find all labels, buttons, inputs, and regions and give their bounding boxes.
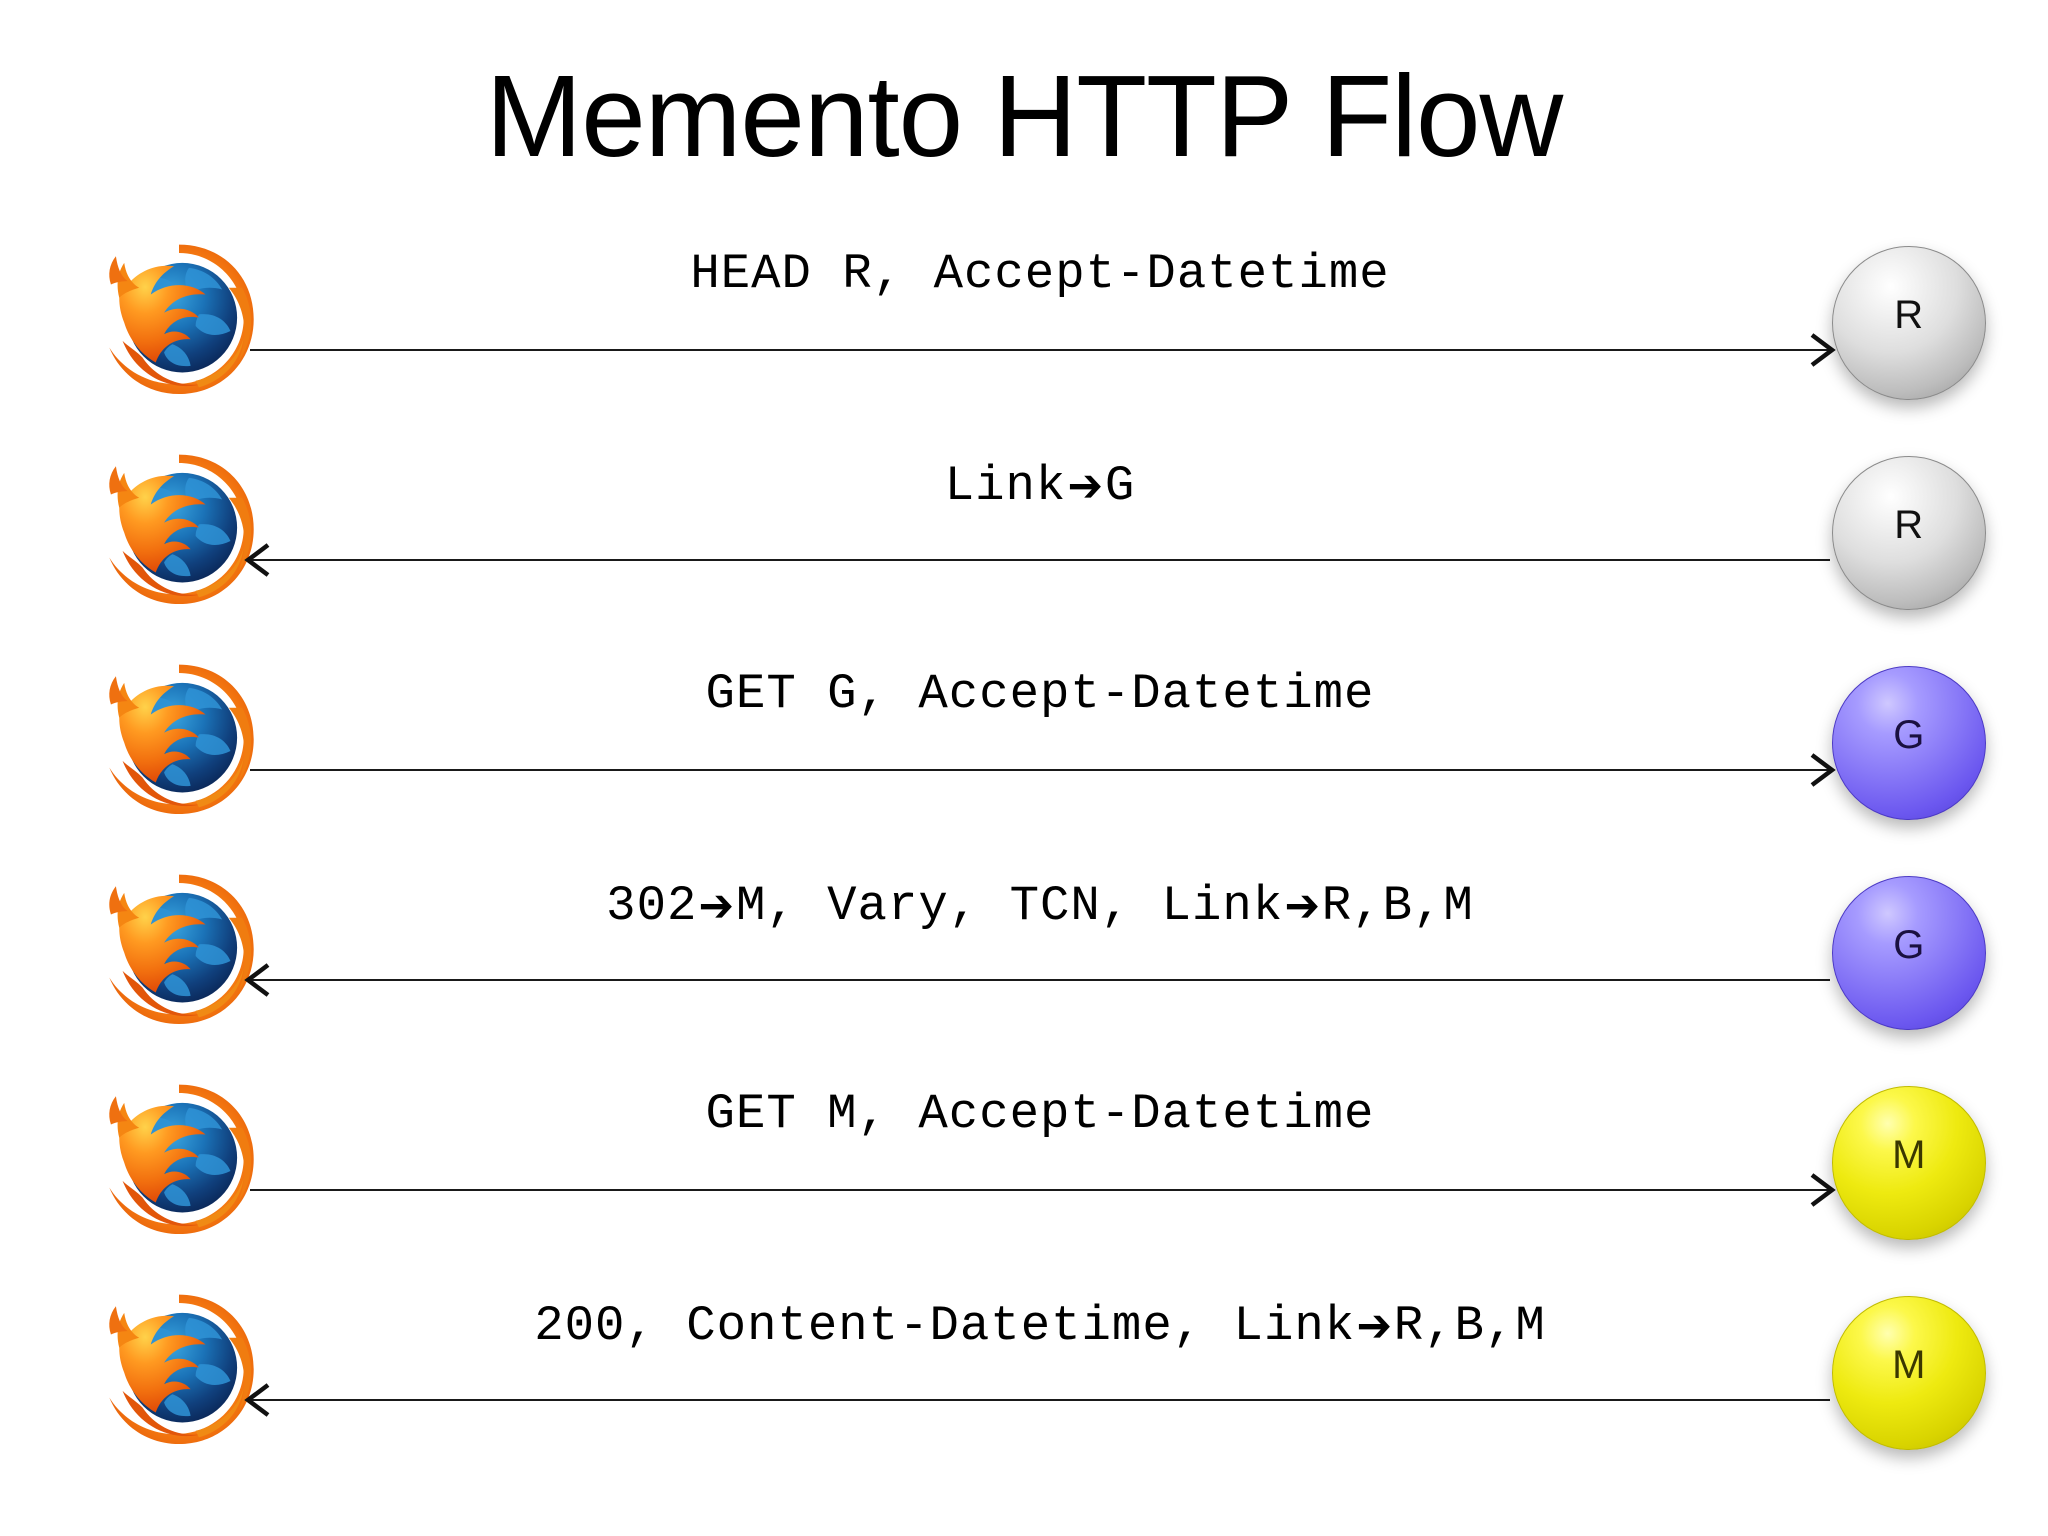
arrow-right-icon [1808, 331, 1836, 369]
arrow-shaft [250, 349, 1830, 351]
resource-node-label: R [1894, 502, 1924, 547]
firefox-logo [96, 238, 262, 404]
flow-row-5: GET M, Accept-Datetime M [0, 1068, 2048, 1276]
message-text: G [1104, 458, 1136, 514]
message-text: 302 [606, 878, 698, 934]
resource-node-m-5[interactable]: M [1832, 1086, 1986, 1240]
resource-node-r-2[interactable]: R [1832, 456, 1986, 610]
flow-arrow [244, 543, 1830, 577]
arrow-left-icon [244, 1381, 272, 1419]
inline-arrow-icon: ➔ [1067, 458, 1104, 512]
arrow-shaft [250, 1189, 1830, 1191]
message-text: HEAD R, Accept-Datetime [690, 246, 1390, 302]
flow-arrow [244, 963, 1830, 997]
resource-node-g-3[interactable]: G [1832, 666, 1986, 820]
firefox-logo [96, 448, 262, 614]
arrow-right-icon [1808, 1171, 1836, 1209]
inline-arrow-icon: ➔ [698, 878, 735, 932]
message-text: GET M, Accept-Datetime [705, 1086, 1375, 1142]
firefox-logo [96, 868, 262, 1034]
resource-node-label: M [1892, 1342, 1926, 1387]
message-label-2: Link➔G [250, 460, 1830, 511]
resource-node-label: G [1893, 922, 1925, 967]
arrow-shaft [250, 769, 1830, 771]
firefox-logo [96, 658, 262, 824]
flow-arrow [250, 1173, 1836, 1207]
message-text: R,B,M [1393, 1298, 1546, 1354]
resource-node-label: M [1892, 1132, 1926, 1177]
message-text: Link [944, 458, 1067, 514]
flow-arrow [250, 333, 1836, 367]
arrow-left-icon [244, 961, 272, 999]
flow-arrow [244, 1383, 1830, 1417]
arrow-shaft [250, 979, 1830, 981]
flow-row-1: HEAD R, Accept-Datetime R [0, 228, 2048, 436]
resource-node-label: G [1893, 712, 1925, 757]
firefox-logo [96, 1078, 262, 1244]
resource-node-r-1[interactable]: R [1832, 246, 1986, 400]
message-text: GET G, Accept-Datetime [705, 666, 1375, 722]
message-text: M, Vary, TCN, Link [735, 878, 1284, 934]
flow-arrow [250, 753, 1836, 787]
flow-row-3: GET G, Accept-Datetime G [0, 648, 2048, 856]
resource-node-g-4[interactable]: G [1832, 876, 1986, 1030]
page-title: Memento HTTP Flow [485, 51, 1564, 181]
resource-node-m-6[interactable]: M [1832, 1296, 1986, 1450]
flow-row-4: 302➔M, Vary, TCN, Link➔R,B,M G [0, 858, 2048, 1066]
message-label-6: 200, Content-Datetime, Link➔R,B,M [250, 1300, 1830, 1351]
arrow-shaft [250, 559, 1830, 561]
resource-node-label: R [1894, 292, 1924, 337]
message-label-4: 302➔M, Vary, TCN, Link➔R,B,M [250, 880, 1830, 931]
arrow-shaft [250, 1399, 1830, 1401]
message-label-5: GET M, Accept-Datetime [250, 1090, 1830, 1139]
message-label-3: GET G, Accept-Datetime [250, 670, 1830, 719]
arrow-right-icon [1808, 751, 1836, 789]
arrow-left-icon [244, 541, 272, 579]
inline-arrow-icon: ➔ [1356, 1298, 1393, 1352]
flow-row-6: 200, Content-Datetime, Link➔R,B,M M [0, 1278, 2048, 1486]
message-label-1: HEAD R, Accept-Datetime [250, 250, 1830, 299]
inline-arrow-icon: ➔ [1284, 878, 1321, 932]
message-text: 200, Content-Datetime, Link [534, 1298, 1356, 1354]
firefox-logo [96, 1288, 262, 1454]
flow-row-2: Link➔G R [0, 438, 2048, 646]
message-text: R,B,M [1321, 878, 1474, 934]
